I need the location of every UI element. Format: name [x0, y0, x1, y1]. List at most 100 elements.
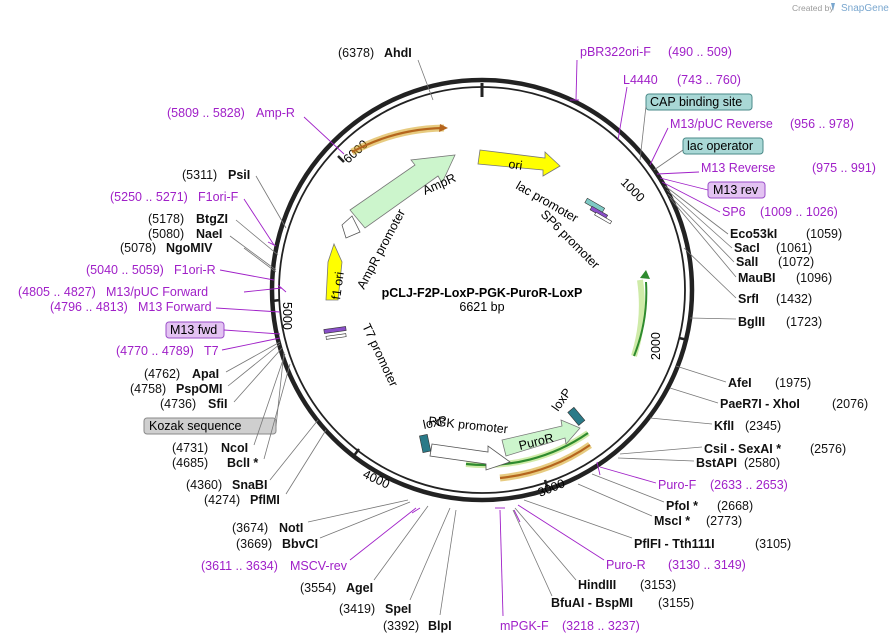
srfi-name[interactable]: SrfI — [738, 292, 759, 306]
pflfi-tth111i-pos: (3105) — [755, 537, 791, 551]
pspomi-pos: (4758) — [130, 382, 166, 396]
pfoi-name[interactable]: PfoI * — [666, 499, 698, 513]
bfuai-bspmi-pos: (3155) — [658, 596, 694, 610]
tick-label-4000: 4000 — [361, 467, 392, 491]
m13-rev-label[interactable]: M13 rev — [713, 183, 759, 197]
puror-orf-arc — [465, 432, 589, 467]
sali-pos: (1072) — [778, 255, 814, 269]
credit-text: Created by — [792, 3, 834, 13]
apai-name[interactable]: ApaI — [192, 367, 219, 381]
mscv-rev-pos: (3611 .. 3634) — [201, 559, 278, 573]
puror-feature — [501, 419, 581, 457]
amp-r-pos: (5809 .. 5828) — [167, 106, 245, 120]
cap-binding-site-label[interactable]: CAP binding site — [650, 95, 742, 109]
t7-cluster — [323, 326, 347, 340]
sfii-name[interactable]: SfiI — [208, 397, 227, 411]
pgk-promoter-feature — [429, 443, 511, 471]
ahdi-name[interactable]: AhdI — [384, 46, 412, 60]
loxp-left-feature — [419, 433, 432, 453]
agei-name[interactable]: AgeI — [346, 581, 373, 595]
f1ori-r-name[interactable]: F1ori-R — [174, 263, 216, 277]
afei-name[interactable]: AfeI — [728, 376, 752, 390]
bbvci-pos: (3669) — [236, 537, 272, 551]
csii-sexai-pos: (2576) — [810, 442, 846, 456]
kfli-name[interactable]: KflI — [714, 419, 734, 433]
m13-reverse-name[interactable]: M13 Reverse — [701, 161, 775, 175]
csii-sexai-name[interactable]: CsiI - SexAI * — [704, 442, 781, 456]
mpgk-f-pos: (3218 .. 3237) — [562, 619, 640, 633]
msci-name[interactable]: MscI * — [654, 514, 690, 528]
eco53ki-name[interactable]: Eco53kI — [730, 227, 777, 241]
ori-feature — [477, 149, 561, 177]
loxp-right-feature — [567, 406, 586, 426]
amp-r-primer-glow — [350, 124, 445, 156]
m13-puc-reverse-name[interactable]: M13/pUC Reverse — [670, 117, 773, 131]
orf-arc — [633, 281, 648, 357]
m13-forward-name[interactable]: M13 Forward — [138, 300, 212, 314]
puro-r-name[interactable]: Puro-R — [606, 558, 646, 572]
m13-forward-pos: (4796 .. 4813) — [50, 300, 128, 314]
pspomi-name[interactable]: PspOMI — [176, 382, 223, 396]
bfuai-bspmi-name[interactable]: BfuAI - BspMI — [551, 596, 633, 610]
m13-fwd-label[interactable]: M13 fwd — [170, 323, 217, 337]
maubi-name[interactable]: MauBI — [738, 271, 776, 285]
noti-name[interactable]: NotI — [279, 521, 303, 535]
amp-r-name[interactable]: Amp-R — [256, 106, 295, 120]
agei-pos: (3554) — [300, 581, 336, 595]
pbr322ori-f-pos: (490 .. 509) — [668, 45, 732, 59]
mpgk-f-name[interactable]: mPGK-F — [500, 619, 549, 633]
pflmi-name[interactable]: PflMI — [250, 493, 280, 507]
srfi-pos: (1432) — [776, 292, 812, 306]
ncoi-pos: (4731) — [172, 441, 208, 455]
l4440-pos: (743 .. 760) — [677, 73, 741, 87]
left-labels: (6378) AhdI (5809 .. 5828) Amp-R (5311) … — [18, 46, 457, 633]
blpi-name[interactable]: BlpI — [428, 619, 452, 633]
hindiii-name[interactable]: HindIII — [578, 578, 616, 592]
spei-pos: (3419) — [339, 602, 375, 616]
spei-name[interactable]: SpeI — [385, 602, 411, 616]
kfli-pos: (2345) — [745, 419, 781, 433]
amp-r-primer-arc — [351, 126, 445, 153]
sp6-name[interactable]: SP6 — [722, 205, 746, 219]
plasmid-size: 6621 bp — [459, 300, 504, 314]
ampr-feature — [349, 154, 456, 229]
l4440-name[interactable]: L4440 — [623, 73, 658, 87]
psii-name[interactable]: PsiI — [228, 168, 250, 182]
t7-promoter-label: T7 promoter — [359, 321, 400, 389]
snabi-name[interactable]: SnaBI — [232, 478, 267, 492]
bstapi-pos: (2580) — [744, 456, 780, 470]
m13-puc-forward-name[interactable]: M13/pUC Forward — [106, 285, 208, 299]
amp-r-arrow — [439, 124, 448, 132]
f1ori-f-name[interactable]: F1ori-F — [198, 190, 239, 204]
ngomiv-name[interactable]: NgoMIV — [166, 241, 213, 255]
puro-f-name[interactable]: Puro-F — [658, 478, 697, 492]
bglii-name[interactable]: BglII — [738, 315, 765, 329]
maubi-pos: (1096) — [796, 271, 832, 285]
sali-name[interactable]: SalI — [736, 255, 758, 269]
msci-pos: (2773) — [706, 514, 742, 528]
btgzi-name[interactable]: BtgZI — [196, 212, 228, 226]
lac-operator-label[interactable]: lac operator — [687, 139, 753, 153]
bglii-pos: (1723) — [786, 315, 822, 329]
pflfi-tth111i-name[interactable]: PflFI - Tth111I — [634, 537, 715, 551]
saci-name[interactable]: SacI — [734, 241, 760, 255]
ncoi-name[interactable]: NcoI — [221, 441, 248, 455]
bbvci-name[interactable]: BbvCI — [282, 537, 318, 551]
psii-pos: (5311) — [182, 168, 217, 182]
snapgene-logo-icon — [831, 3, 835, 11]
pbr322ori-f-name[interactable]: pBR322ori-F — [580, 45, 651, 59]
kozak-sequence-label[interactable]: Kozak sequence — [149, 419, 241, 433]
bstapi-name[interactable]: BstAPI — [696, 456, 737, 470]
noti-pos: (3674) — [232, 521, 268, 535]
paer7i-xhoi-name[interactable]: PaeR7I - XhoI — [720, 397, 800, 411]
ampr-promoter-feature — [341, 215, 361, 239]
right-labels: pBR322ori-F (490 .. 509) L4440 (743 .. 7… — [495, 45, 876, 633]
t7-name[interactable]: T7 — [204, 344, 219, 358]
mscv-rev-name[interactable]: MSCV-rev — [290, 559, 348, 573]
snabi-pos: (4360) — [186, 478, 222, 492]
bcli-name[interactable]: BclI * — [227, 456, 258, 470]
tick-label-3000: 3000 — [536, 476, 567, 499]
blpi-pos: (3392) — [383, 619, 419, 633]
naei-name[interactable]: NaeI — [196, 227, 222, 241]
